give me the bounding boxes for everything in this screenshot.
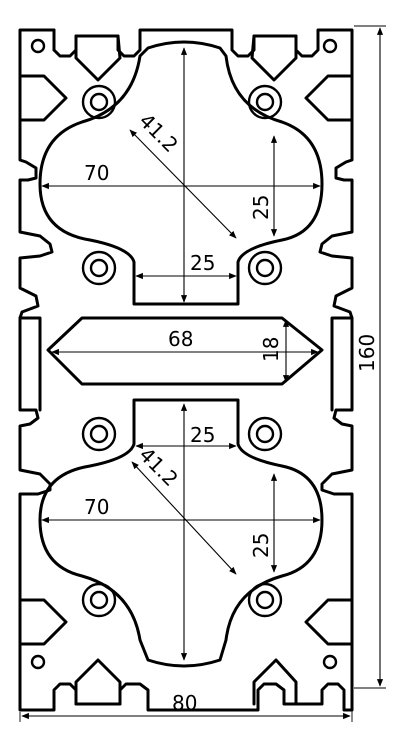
core-boss-3 [81,250,117,286]
lower-diagonal-label: 41.2 [134,443,182,491]
slot-right-1 [304,74,354,122]
center-slot [46,316,324,386]
slot-left-2 [18,316,42,412]
slot-bottom-left [74,658,122,706]
lower-diagonal-dim [131,461,237,575]
overall-height-label: 160 [355,334,379,372]
slot-bottom-right [252,658,298,706]
corner-hole-tl [30,38,46,54]
core-boss-4 [247,250,283,286]
upper-diagonal-label: 41.2 [134,109,182,157]
corner-hole-tr [322,38,338,54]
lower-lobe-label: 25 [249,533,273,558]
slot-height-label: 18 [259,337,283,362]
slot-left-1 [18,74,68,122]
lower-cavity [38,398,324,668]
slot-top-right [250,34,298,82]
lower-width-label: 70 [84,495,109,519]
corner-hole-br [322,654,338,670]
overall-width-label: 80 [172,691,197,715]
core-boss-6 [247,416,283,452]
upper-diagonal-dim [129,129,237,239]
slot-width-label: 68 [168,327,193,351]
slot-top-left [52,28,122,82]
upper-width-label: 70 [84,161,109,185]
upper-lobe-label: 25 [249,195,273,220]
core-boss-5 [81,416,117,452]
slot-left-3 [18,598,68,646]
slot-right-2 [330,316,354,412]
upper-cavity [38,40,324,306]
lower-neck-label: 25 [190,423,215,447]
core-boss-2 [247,84,283,120]
corner-hole-bl [30,654,46,670]
slot-right-3 [304,598,354,646]
upper-neck-label: 25 [190,251,215,275]
core-boss-1 [81,84,117,120]
